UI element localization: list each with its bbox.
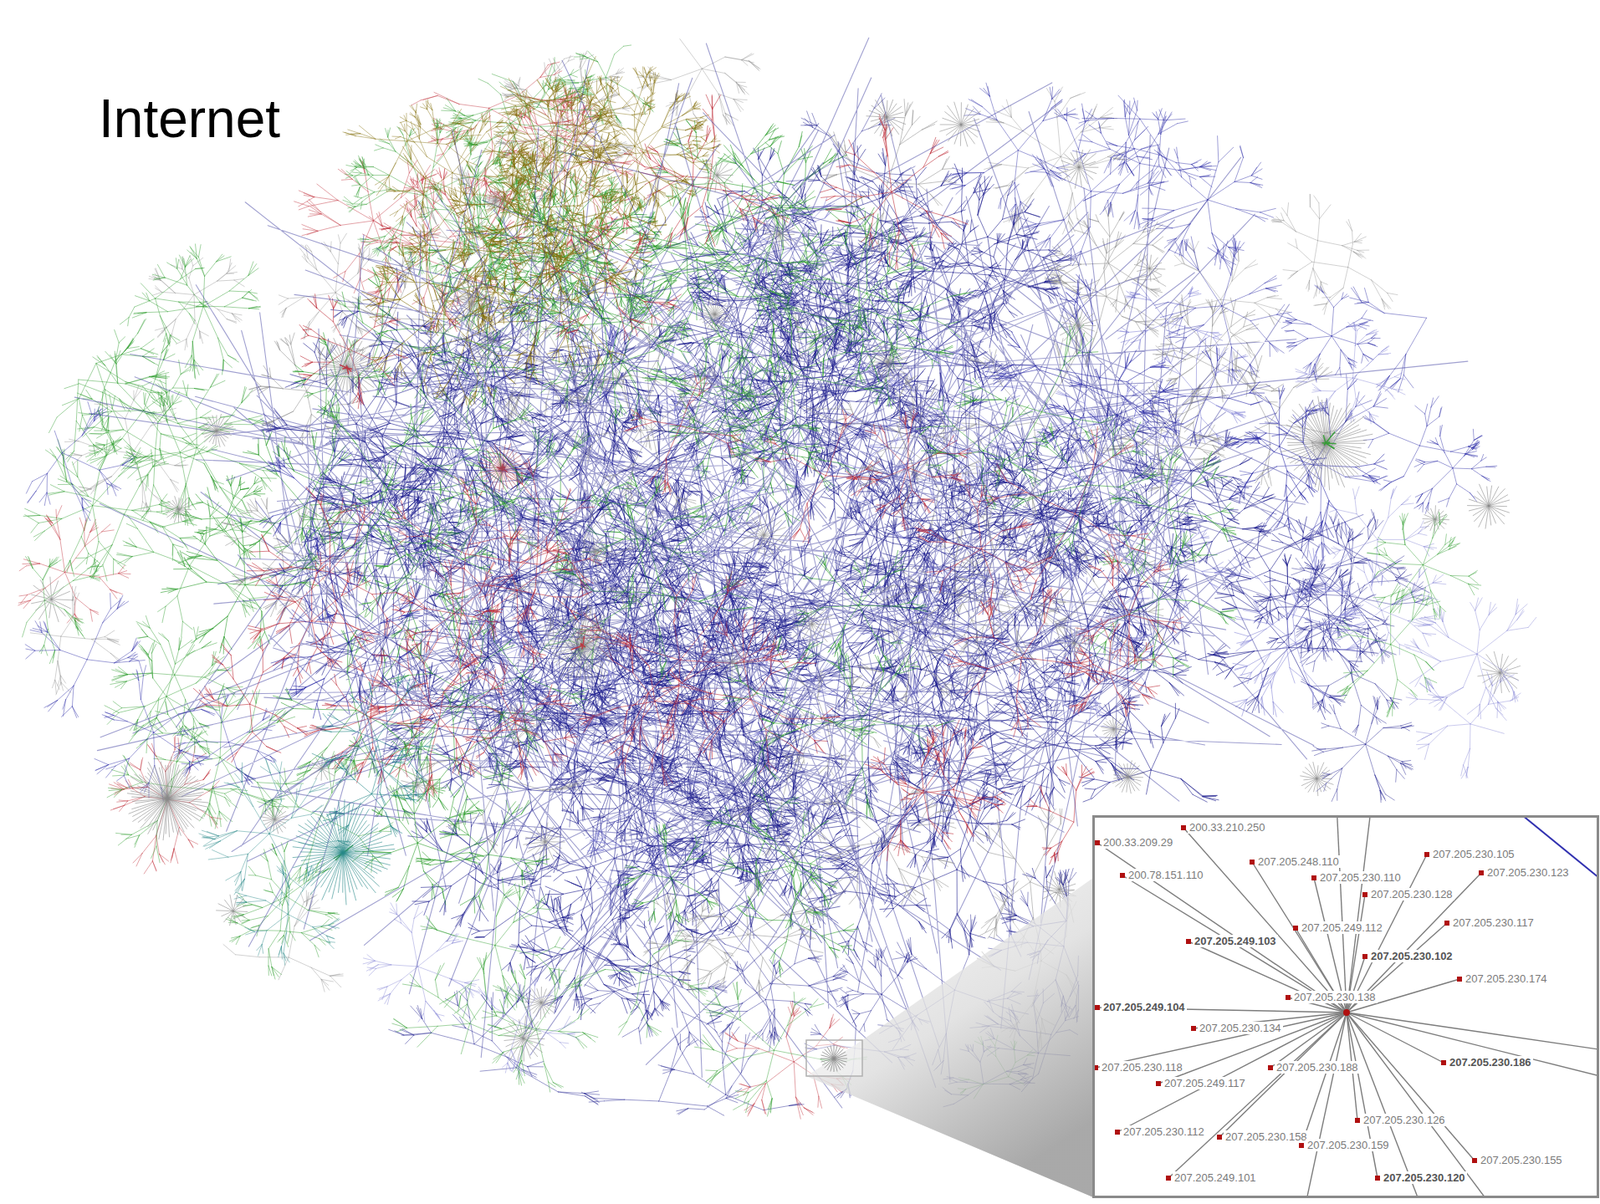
host-dot: [1375, 1175, 1381, 1181]
host-dot: [1114, 1129, 1120, 1135]
host-dot: [1216, 1134, 1222, 1140]
graph-edge-line: [1304, 1012, 1347, 1199]
host-dot: [1444, 920, 1450, 926]
zoom-source-star: [820, 1045, 848, 1073]
zoom-source-box: [806, 1040, 863, 1077]
diagram-title: Internet: [95, 89, 284, 149]
ip-address-label: 200.33.210.250: [1187, 821, 1267, 834]
zoom-shade: [806, 878, 1094, 1198]
star-spoke: [827, 1047, 834, 1059]
host-dot: [1267, 1065, 1273, 1071]
ip-address-label: 207.205.230.118: [1099, 1061, 1185, 1074]
graph-edge-line: [1346, 956, 1365, 1013]
graph-edge-line: [1336, 815, 1347, 1013]
network-links: [292, 800, 395, 905]
host-dot: [1354, 1118, 1360, 1124]
star-spoke: [833, 1058, 838, 1073]
ip-address-label: 207.205.230.159: [1305, 1139, 1391, 1152]
inset-background: [1092, 815, 1600, 1199]
ip-address-label: 207.205.230.188: [1274, 1061, 1360, 1074]
star-spoke: [833, 1052, 846, 1059]
host-dot: [1094, 840, 1100, 846]
host-dot: [1362, 892, 1368, 898]
hub-dot: [1343, 1009, 1350, 1017]
host-dot: [1094, 1005, 1100, 1011]
network-links: [340, 365, 586, 650]
ip-address-label: 207.205.248.110: [1256, 855, 1341, 869]
graph-edge-line: [1346, 1012, 1378, 1179]
star-spoke: [830, 1046, 834, 1060]
host-dot: [1155, 1081, 1161, 1087]
ip-address-label: 207.205.230.158: [1223, 1130, 1309, 1144]
ip-address-label: 207.205.249.101: [1172, 1171, 1258, 1185]
ip-address-label: 207.205.230.112: [1121, 1125, 1207, 1139]
host-dot: [1472, 1158, 1478, 1164]
host-dot: [1249, 859, 1255, 865]
ip-address-label: 207.205.230.155: [1478, 1154, 1565, 1167]
host-dot: [1185, 939, 1192, 945]
ip-address-label: 200.78.151.110: [1126, 869, 1205, 882]
inset-graph: [1093, 815, 1600, 1199]
network-links: [478, 444, 528, 493]
star-spoke: [821, 1058, 835, 1063]
graph-edge-line: [1346, 1012, 1600, 1079]
ip-address-label: 207.205.230.134: [1197, 1022, 1284, 1035]
inset-border: [1093, 817, 1599, 1198]
graph-edge-line: [1346, 1012, 1444, 1064]
host-dot: [1298, 1143, 1304, 1149]
host-dot: [1456, 976, 1462, 982]
host-dot: [1191, 1026, 1197, 1032]
host-dot: [1293, 925, 1299, 931]
ip-address-label: 207.205.249.117: [1162, 1077, 1248, 1090]
network-links: [333, 432, 1336, 861]
graph-edge-line: [1346, 1012, 1493, 1199]
star-spoke: [822, 1058, 834, 1066]
host-dot: [1311, 875, 1317, 881]
ip-address-label: 207.205.230.174: [1463, 972, 1549, 986]
ip-address-label: 207.205.249.104: [1101, 1001, 1187, 1014]
ip-address-label: 207.205.249.103: [1192, 935, 1278, 948]
host-dot: [1165, 1175, 1171, 1181]
graph-edge-line: [1346, 1012, 1422, 1199]
graph-edge-line: [1270, 1012, 1347, 1069]
ip-address-label: 207.205.249.112: [1299, 921, 1385, 935]
ip-address-label: 207.205.230.123: [1485, 866, 1571, 880]
ip-address-label: 207.205.230.128: [1369, 888, 1455, 901]
host-dot: [1478, 870, 1484, 876]
graph-edge-line: [1183, 828, 1347, 1013]
host-dot: [1180, 825, 1186, 831]
ip-address-label: 207.205.230.110: [1318, 871, 1403, 885]
host-dot: [1362, 954, 1368, 960]
ip-address-label: 207.205.230.186: [1447, 1056, 1534, 1069]
star-spoke: [833, 1058, 841, 1071]
ip-address-label: 207.205.230.117: [1451, 916, 1536, 930]
graph-edge-line: [1301, 1012, 1347, 1146]
ip-address-label: 207.205.230.126: [1361, 1114, 1447, 1127]
ip-address-label: 207.205.230.105: [1431, 848, 1517, 861]
host-dot: [1285, 995, 1291, 1001]
host-dot: [1441, 1060, 1447, 1066]
ip-address-label: 200.33.209.29: [1101, 836, 1175, 849]
ip-address-label: 207.205.230.120: [1381, 1171, 1468, 1185]
ip-address-label: 207.205.230.138: [1292, 991, 1378, 1004]
network-links: [127, 99, 1509, 840]
ip-address-label: 207.205.230.102: [1369, 950, 1455, 963]
graph-edge-line: [1168, 1012, 1347, 1179]
star-spoke: [833, 1055, 848, 1059]
host-dot: [1119, 873, 1125, 879]
host-dot: [1424, 852, 1430, 858]
graph-edge-line: [1346, 815, 1372, 1013]
